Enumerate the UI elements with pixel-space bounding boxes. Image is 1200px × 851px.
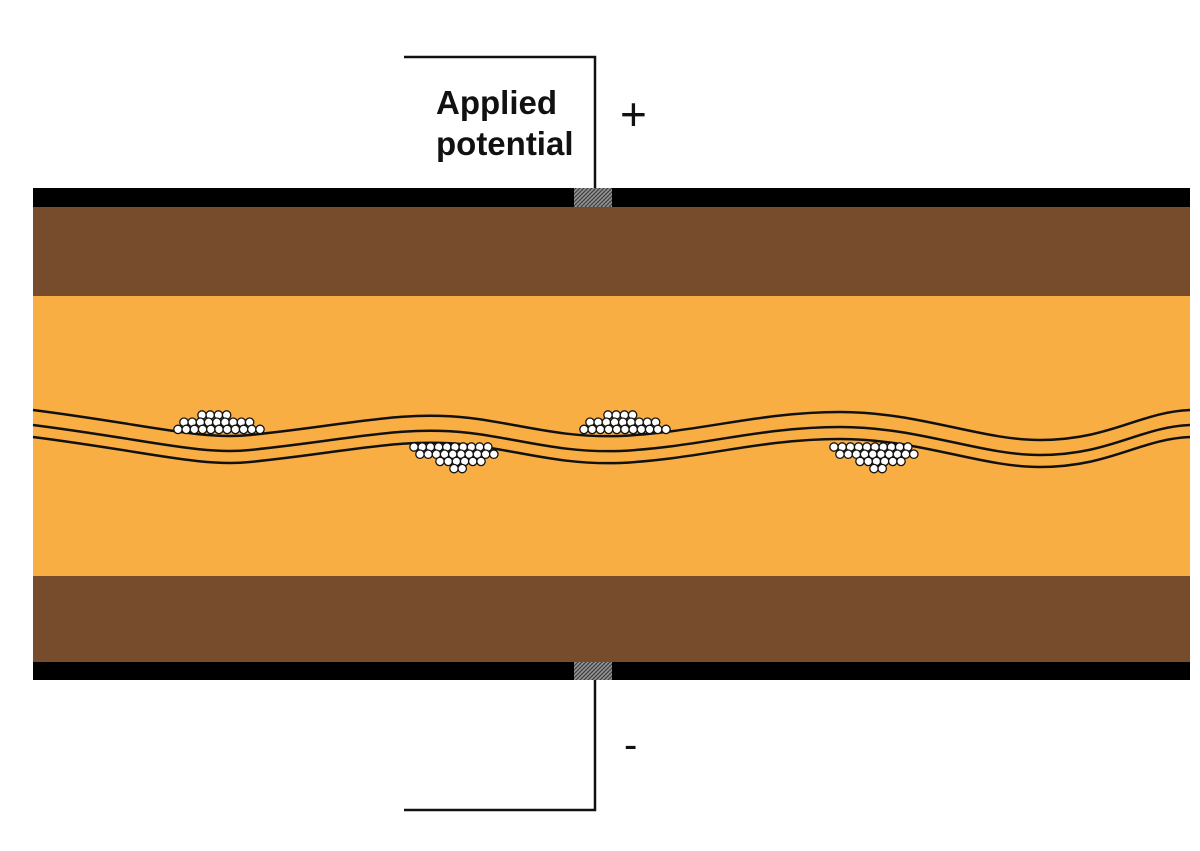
- particle: [443, 456, 454, 467]
- particle: [587, 424, 598, 435]
- particle-cluster-2: [409, 442, 499, 474]
- particle: [181, 424, 192, 435]
- particle: [255, 424, 265, 435]
- particle: [644, 424, 655, 435]
- particle: [908, 449, 919, 460]
- particle: [829, 442, 839, 452]
- particle: [449, 463, 459, 474]
- particle: [205, 424, 216, 435]
- positive-terminal-label: +: [620, 88, 647, 140]
- applied-potential-label: Applied potential: [436, 82, 574, 164]
- particle: [173, 424, 183, 435]
- applied-label-line-2: potential: [436, 125, 574, 162]
- bottom-outer-layer: [33, 576, 1190, 662]
- particle: [628, 424, 639, 435]
- particle: [877, 463, 888, 474]
- particle: [611, 424, 622, 435]
- particle-cluster-3: [579, 410, 671, 435]
- particle: [661, 424, 671, 435]
- filament-line-3: [32, 435, 1191, 469]
- negative-terminal-label: -: [624, 723, 638, 767]
- particle: [467, 456, 478, 467]
- particle: [246, 424, 257, 435]
- particle-cluster-4: [829, 442, 919, 474]
- particle: [423, 449, 434, 460]
- particle: [214, 424, 224, 435]
- particle: [238, 424, 249, 435]
- particle: [855, 456, 865, 467]
- bottom-wire: [404, 680, 597, 812]
- particle: [603, 424, 614, 435]
- particle: [230, 424, 241, 435]
- top-outer-layer: [33, 207, 1190, 296]
- particle: [189, 424, 200, 435]
- particle: [579, 424, 589, 435]
- particle: [652, 424, 663, 435]
- particle: [869, 463, 879, 474]
- particle: [222, 424, 233, 435]
- top-wire: [404, 55, 597, 188]
- particle: [835, 449, 845, 460]
- particle: [457, 463, 468, 474]
- particle: [887, 456, 898, 467]
- particle: [415, 449, 425, 460]
- particle: [843, 449, 854, 460]
- particle: [488, 449, 499, 460]
- bottom-contact-patch: [574, 662, 612, 680]
- wavy-filament: [32, 408, 1191, 469]
- particle: [863, 456, 874, 467]
- particle: [620, 424, 630, 435]
- applied-label-line-1: Applied: [436, 84, 557, 121]
- particle: [595, 424, 606, 435]
- particle: [435, 456, 445, 467]
- filament-line-1: [32, 408, 1191, 442]
- particle: [476, 456, 486, 467]
- particle: [197, 424, 208, 435]
- filament-line-2: [32, 423, 1191, 457]
- particle-cluster-1: [173, 410, 265, 435]
- particle: [896, 456, 906, 467]
- top-contact-patch: [574, 188, 612, 207]
- particle: [409, 442, 419, 452]
- particle: [636, 424, 647, 435]
- particle-clusters: [173, 410, 919, 474]
